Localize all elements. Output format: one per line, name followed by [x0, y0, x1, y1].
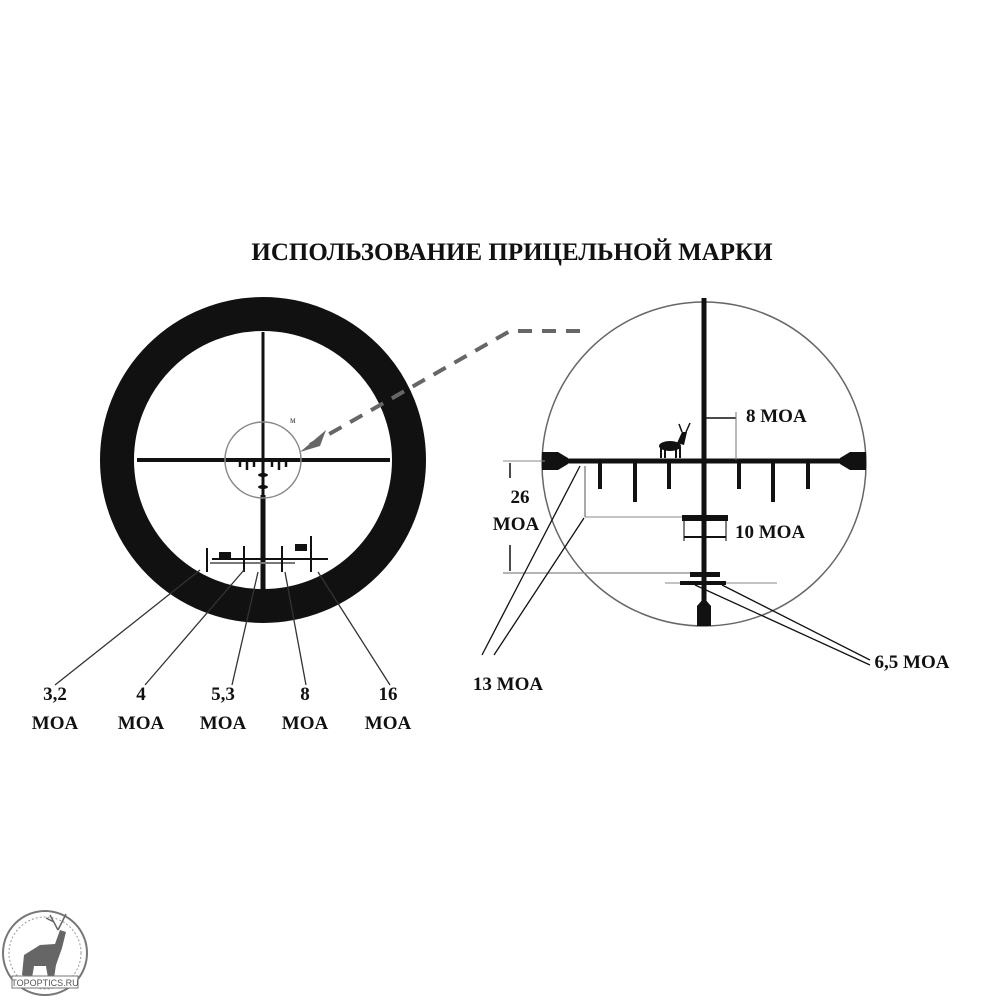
left-reticle: м 3,2 MOA 4 MOA 5,3: [32, 297, 426, 734]
bar-end-right: [840, 452, 866, 470]
topoptics-logo: TOPOPTICS.RU: [2, 910, 88, 996]
leader-lines: [54, 569, 391, 686]
post-end: [697, 598, 711, 626]
svg-text:MOA: MOA: [32, 713, 79, 734]
left-labels: 3,2 MOA 4 MOA 5,3 MOA 8 MOA 16 MOA: [32, 684, 412, 734]
mini-ticks: [238, 460, 288, 470]
label-26-unit: MOA: [493, 514, 540, 535]
leader-lines-13: [481, 465, 585, 656]
svg-text:3,2: 3,2: [43, 684, 67, 705]
label-6-5-moa: 6,5 MOA: [875, 652, 950, 673]
stadia-ticks: [598, 461, 810, 502]
label-8-moa: 8 MOA: [746, 406, 807, 427]
svg-text:16: 16: [379, 684, 398, 705]
leader-lines-6-5: [694, 584, 871, 666]
logo-text: TOPOPTICS.RU: [11, 978, 78, 988]
svg-text:4: 4: [136, 684, 146, 705]
svg-text:5,3: 5,3: [211, 684, 235, 705]
deer-icon: [659, 422, 691, 458]
svg-text:8: 8: [300, 684, 310, 705]
right-reticle: 8 MOA 10 MOA 26 MOA 13 MOA: [473, 298, 950, 695]
svg-text:MOA: MOA: [282, 713, 329, 734]
bottom-scale: [206, 536, 328, 572]
svg-text:MOA: MOA: [365, 713, 412, 734]
bracket-10-moa: [665, 515, 777, 585]
svg-text:MOA: MOA: [200, 713, 247, 734]
bar-end-left: [542, 452, 568, 470]
scope-ring: [100, 297, 426, 623]
zoom-connector-arrow: [300, 329, 580, 452]
label-10-moa: 10 MOA: [735, 522, 805, 543]
magnified-area-circle: [224, 421, 302, 499]
label-26-value: 26: [511, 487, 530, 508]
label-13-moa: 13 MOA: [473, 674, 543, 695]
diagram-title: ИСПОЛЬЗОВАНИЕ ПРИЦЕЛЬНОЙ МАРКИ: [251, 238, 773, 266]
small-label: м: [290, 415, 296, 425]
svg-text:MOA: MOA: [118, 713, 165, 734]
